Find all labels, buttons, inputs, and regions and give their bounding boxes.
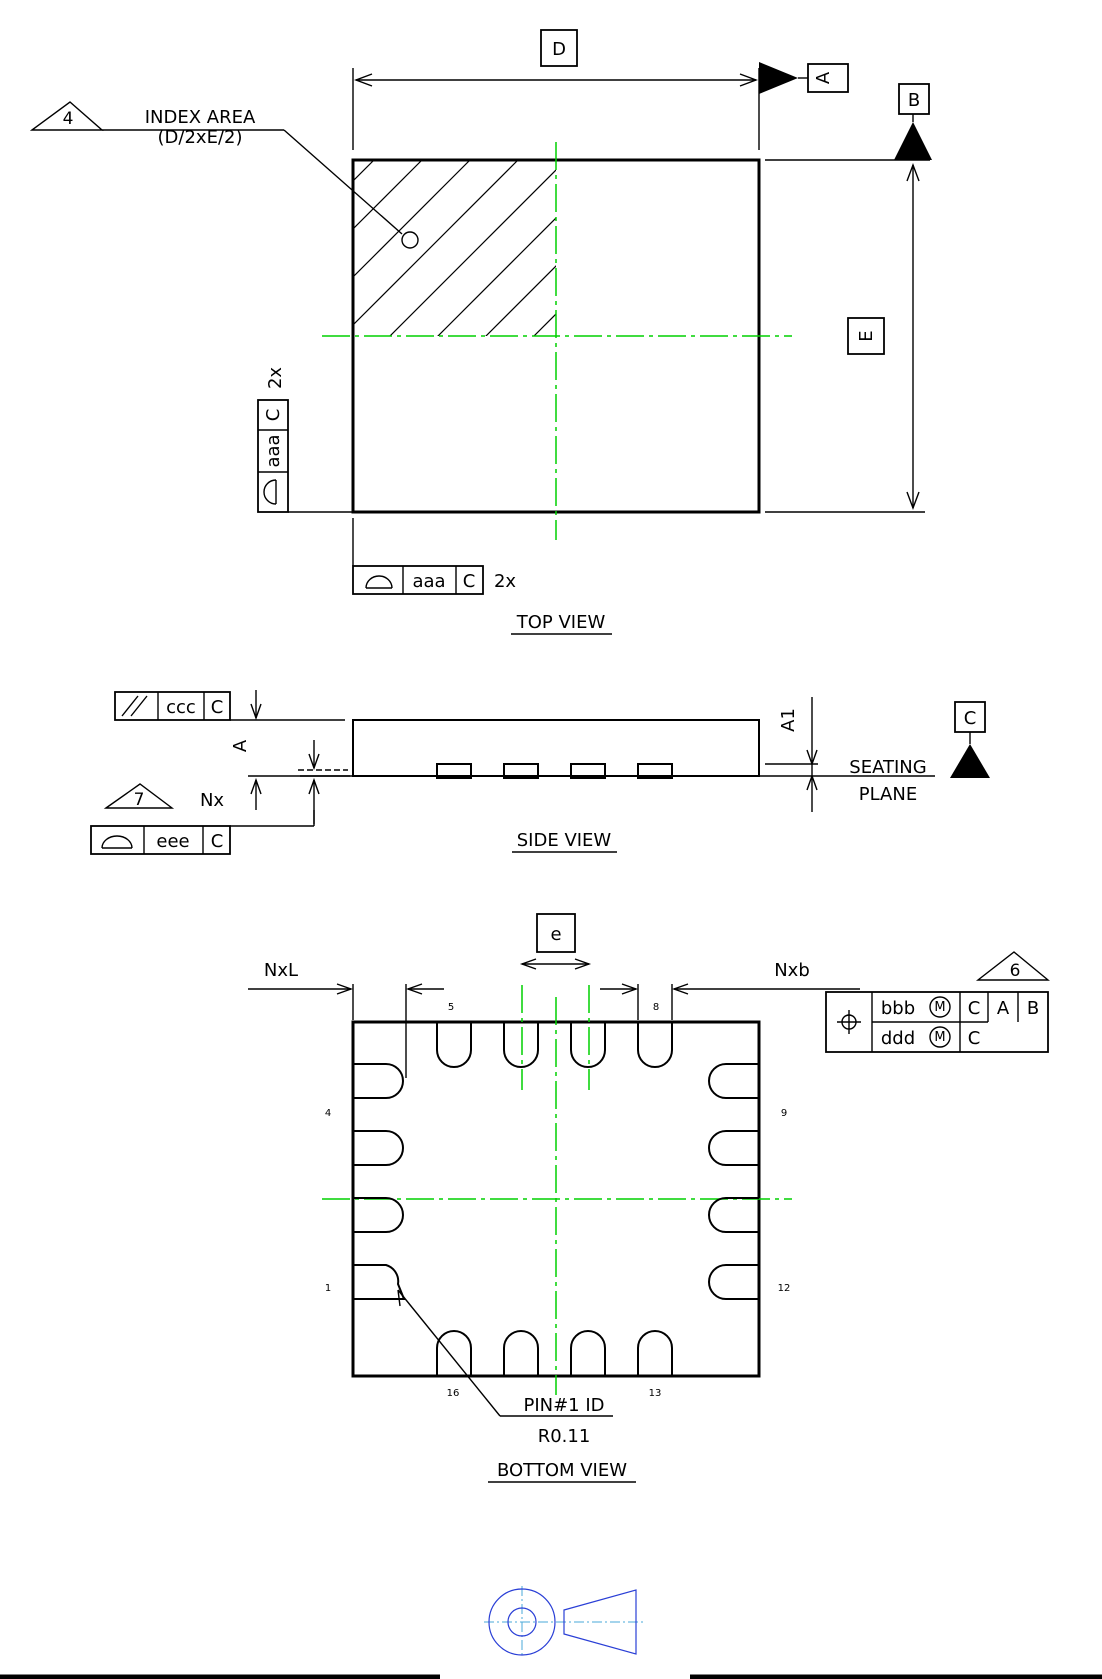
- side-view-title: SIDE VIEW: [517, 830, 612, 851]
- side-pad: [637, 763, 673, 779]
- seating-plane-line1: SEATING: [849, 757, 926, 778]
- bottom-view: 5 8 4 9 1 12 16 13 e NxL Nxb 6: [248, 913, 1050, 1483]
- pads-left: [353, 1063, 406, 1300]
- pads-right: [708, 1063, 759, 1300]
- pin-label: 4: [325, 1108, 331, 1119]
- profile-frame: eee C: [90, 810, 315, 855]
- datum-c-label: C: [964, 708, 977, 729]
- note7-callout-triangle: [103, 783, 175, 809]
- position-tolerance-frame: bbb M C A B ddd M C: [825, 991, 1049, 1053]
- datum-triangle-icon: [950, 744, 990, 778]
- side-pad: [503, 763, 539, 779]
- tolerance-count-left: 2x: [265, 367, 286, 389]
- parallelism-value: ccc: [166, 697, 196, 718]
- top-view-title: TOP VIEW: [516, 612, 606, 633]
- position-datum-3: B: [1027, 998, 1039, 1019]
- pin-label: 5: [448, 1002, 454, 1013]
- parallelism-datum: C: [211, 697, 224, 718]
- dimension-e-label: E: [856, 330, 877, 341]
- side-pad: [570, 763, 606, 779]
- pin1-radius-label: R0.11: [538, 1426, 591, 1447]
- dimension-e-pitch-label: e: [550, 924, 561, 945]
- parallelism-icon: [121, 695, 148, 717]
- third-angle-projection-icon: [484, 1586, 644, 1656]
- pin1-id-label: PIN#1 ID: [523, 1395, 604, 1416]
- pads-bottom: [436, 1330, 673, 1376]
- pin-label: 13: [649, 1388, 662, 1399]
- index-callout-number: 4: [63, 109, 74, 129]
- position-value-2: ddd: [881, 1028, 915, 1049]
- mmc-modifier-icon: M: [934, 1000, 945, 1015]
- index-area-title: INDEX AREA: [145, 107, 256, 128]
- pin-label: 9: [781, 1108, 787, 1119]
- nxl-label: NxL: [264, 960, 298, 981]
- position-value-1: bbb: [881, 998, 915, 1019]
- flat-profile-icon: [365, 575, 393, 589]
- datum-a-label: A: [813, 71, 834, 84]
- side-view: ccc C A A1 SEATING PLANE C 7 Nx: [90, 690, 990, 855]
- position-datum-1: C: [968, 998, 981, 1019]
- seating-plane-line2: PLANE: [859, 784, 917, 805]
- pin-label: 16: [447, 1388, 460, 1399]
- pads-top: [436, 1022, 673, 1068]
- flatness-frame-left: aaa C 2x: [257, 367, 353, 513]
- datum-b-label: B: [908, 90, 920, 111]
- nxb-label: Nxb: [774, 960, 810, 981]
- pin-label: 1: [325, 1283, 331, 1294]
- pin-label: 8: [653, 1002, 659, 1013]
- tolerance-count-bottom: 2x: [494, 571, 516, 592]
- pin-label: 12: [778, 1283, 791, 1294]
- flat-profile-icon: [263, 479, 277, 505]
- tolerance-datum-left: C: [263, 409, 284, 422]
- tolerance-value-left: aaa: [263, 434, 284, 467]
- index-callout-triangle: [29, 101, 104, 131]
- position-icon: [837, 1010, 861, 1034]
- side-pad: [436, 763, 472, 779]
- note6-callout-number: 6: [1010, 961, 1021, 981]
- top-view: D A B E 4 INDEX AREA (D/2xE/2): [29, 29, 932, 635]
- nx-label: Nx: [200, 790, 224, 811]
- bottom-view-title: BOTTOM VIEW: [497, 1460, 627, 1481]
- flatness-frame-bottom: aaa C 2x: [352, 518, 516, 595]
- datum-triangle-icon: [894, 122, 932, 160]
- tolerance-datum-bottom: C: [463, 571, 476, 592]
- index-area-hatch: [354, 160, 556, 336]
- datum-triangle-icon: [759, 62, 798, 94]
- position-datum-2: A: [997, 998, 1010, 1019]
- flat-profile-icon: [101, 835, 133, 849]
- dimension-a1-label: A1: [778, 708, 799, 732]
- parallelism-frame: ccc C: [114, 690, 345, 721]
- note6-callout-triangle: [975, 951, 1050, 981]
- index-mark: [401, 231, 419, 249]
- tolerance-value-bottom: aaa: [412, 571, 445, 592]
- package-body-side: [352, 719, 760, 777]
- position-datum-4: C: [968, 1028, 981, 1049]
- dimension-a-label: A: [230, 739, 251, 752]
- profile-datum: C: [211, 831, 224, 852]
- profile-value: eee: [156, 831, 189, 852]
- mmc-modifier-icon: M: [934, 1030, 945, 1045]
- index-area-size: (D/2xE/2): [158, 127, 243, 148]
- dimension-d-label: D: [552, 39, 566, 60]
- note7-callout-number: 7: [134, 790, 145, 810]
